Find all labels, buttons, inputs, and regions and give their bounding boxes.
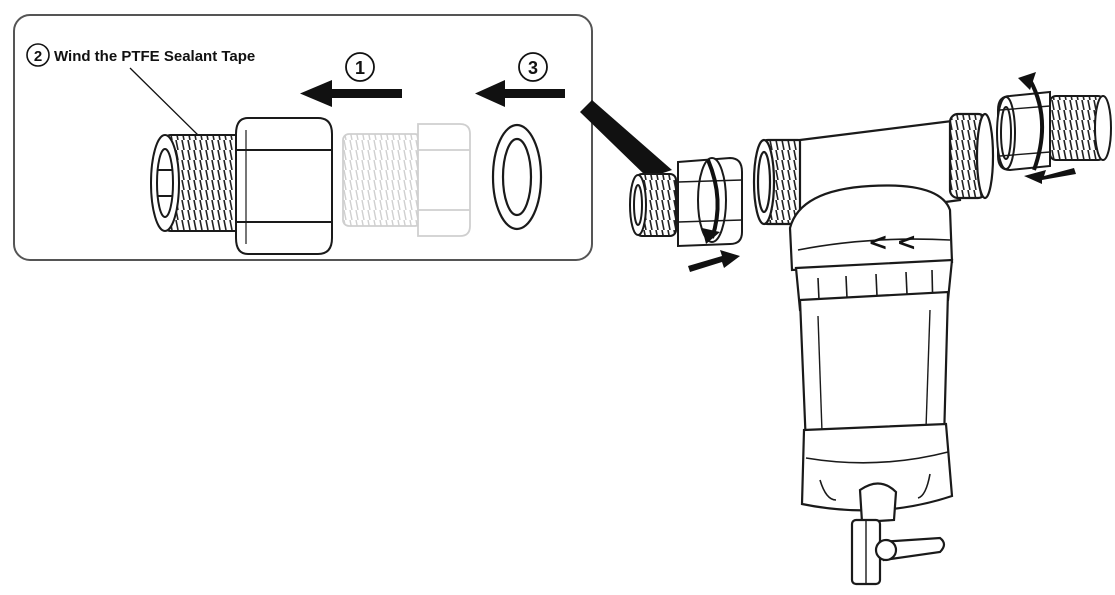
step-2-number: 2: [34, 48, 42, 65]
step-3-arrow: [475, 80, 565, 107]
step-2-leader-line: [129, 67, 201, 138]
step-1-number: 1: [355, 58, 365, 78]
step-1-arrow: [300, 80, 402, 107]
faded-adapter: [342, 123, 471, 237]
step-3-marker: 3: [518, 52, 548, 82]
outlet-rotate-arrow: [1018, 72, 1045, 171]
threaded-connector: [150, 117, 333, 255]
inlet-fitting: [629, 156, 743, 248]
water-filter-body: < <: [752, 112, 995, 586]
step-2-label-group: 2 Wind the PTFE Sealant Tape: [26, 43, 255, 138]
inlet-rotate-arrow: [702, 159, 720, 244]
sealing-washer: [491, 123, 543, 231]
callout-pointer: [580, 100, 672, 178]
outlet-fitting: [996, 90, 1112, 172]
connector-hex-nut: [235, 117, 333, 255]
flow-direction-mark: < <: [868, 228, 917, 256]
step-2-label: Wind the PTFE Sealant Tape: [54, 48, 255, 65]
step-3-number: 3: [528, 58, 538, 78]
inlet-push-arrow: [688, 250, 740, 272]
drain-outlet: [858, 482, 898, 524]
outlet-push-arrow: [1024, 168, 1076, 184]
step-1-marker: 1: [345, 52, 375, 82]
